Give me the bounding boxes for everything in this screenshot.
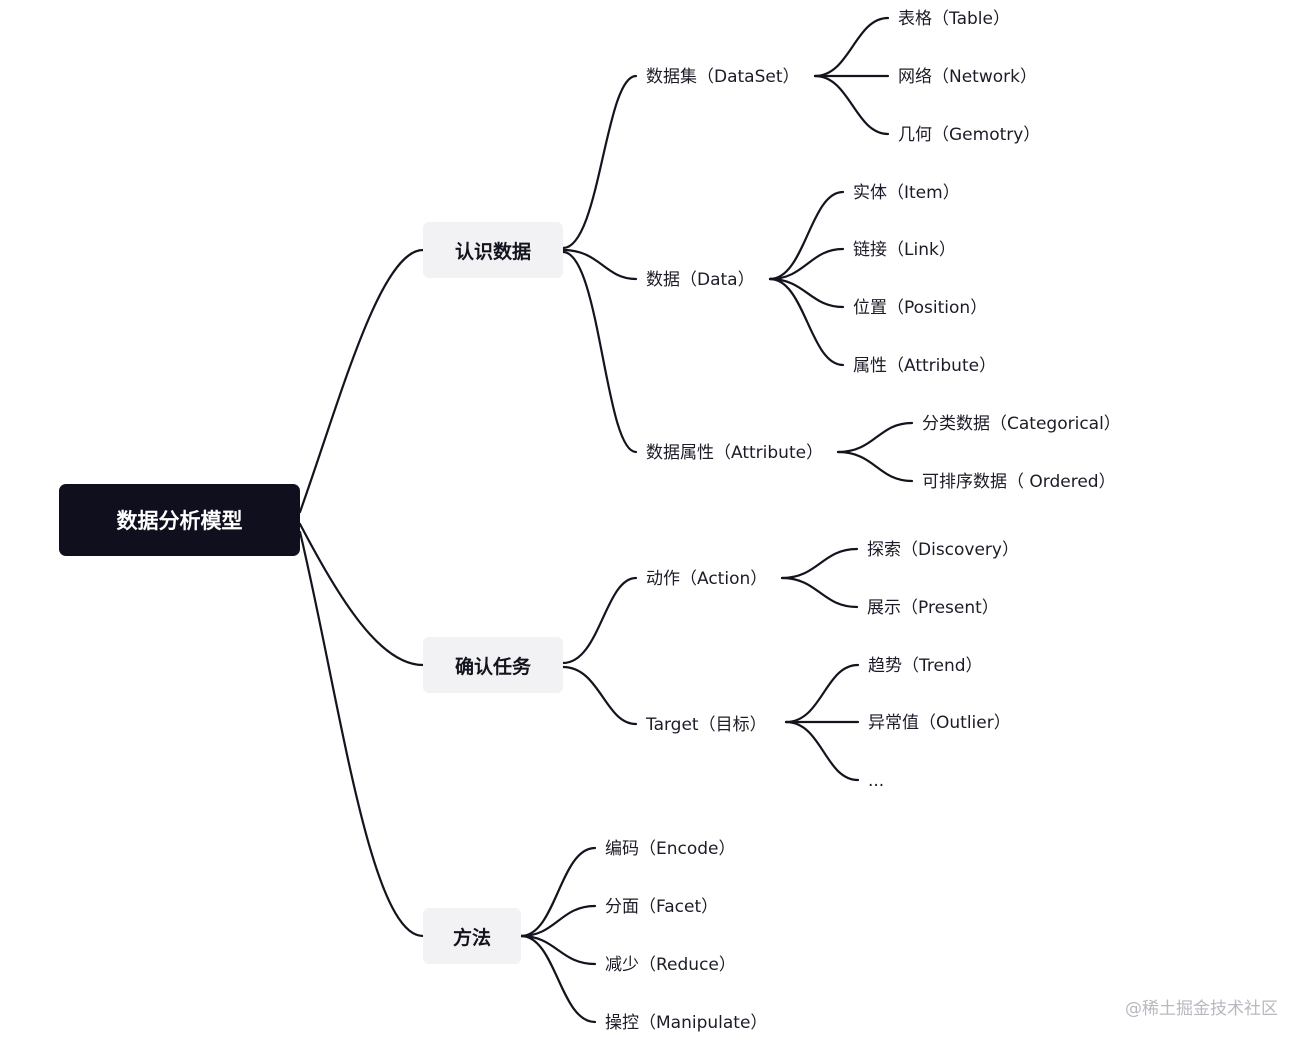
node-position[interactable]: 位置（Position）: [853, 298, 988, 318]
edge-data-position: [768, 277, 845, 309]
node-attribute[interactable]: 属性（Attribute）: [853, 356, 997, 376]
edge-data-item: [768, 190, 845, 281]
node-link[interactable]: 链接（Link）: [853, 240, 956, 260]
edge-b3-manipulate: [519, 934, 597, 1024]
edge-action-discovery: [780, 547, 859, 580]
edge-data-link: [768, 247, 845, 281]
edge-root-branch-1: [298, 248, 425, 514]
node-action[interactable]: 动作（Action）: [646, 569, 768, 589]
edge-attr-ordered: [836, 450, 914, 483]
node-more[interactable]: ...: [868, 771, 885, 791]
node-target[interactable]: Target（目标）: [646, 715, 767, 735]
branch-know-data[interactable]: 认识数据: [423, 222, 563, 278]
edge-attr-categorical: [836, 421, 914, 454]
edge-b3-facet: [519, 904, 597, 938]
node-table[interactable]: 表格（Table）: [898, 9, 1010, 29]
node-dataset[interactable]: 数据集（DataSet）: [646, 67, 800, 87]
node-facet[interactable]: 分面（Facet）: [605, 897, 719, 917]
edge-action-present: [780, 576, 859, 609]
node-trend[interactable]: 趋势（Trend）: [868, 656, 983, 676]
edge-b1-attribute: [561, 250, 638, 454]
branch-confirm-task[interactable]: 确认任务: [423, 637, 563, 693]
edge-dataset-geometry: [813, 74, 890, 136]
edge-b1-dataset: [561, 74, 638, 250]
node-item[interactable]: 实体（Item）: [853, 183, 960, 203]
edge-b2-target: [561, 665, 638, 726]
node-data-attribute[interactable]: 数据属性（Attribute）: [646, 443, 824, 463]
node-encode[interactable]: 编码（Encode）: [605, 839, 736, 859]
node-present[interactable]: 展示（Present）: [867, 598, 999, 618]
watermark: @稀土掘金技术社区: [1125, 999, 1278, 1019]
node-reduce[interactable]: 减少（Reduce）: [605, 955, 736, 975]
node-manipulate[interactable]: 操控（Manipulate）: [605, 1013, 768, 1033]
edge-target-more: [784, 720, 860, 782]
root-node[interactable]: 数据分析模型: [59, 484, 300, 556]
edge-b3-encode: [519, 846, 597, 938]
edge-root-branch-3: [298, 530, 425, 938]
branch-method[interactable]: 方法: [423, 908, 521, 964]
edge-target-trend: [784, 663, 860, 724]
edge-data-attribute: [768, 277, 845, 367]
node-data[interactable]: 数据（Data）: [646, 270, 755, 290]
edge-b1-data: [561, 248, 638, 281]
node-ordered[interactable]: 可排序数据（ Ordered）: [922, 472, 1116, 492]
node-categorical[interactable]: 分类数据（Categorical）: [922, 414, 1121, 434]
node-network[interactable]: 网络（Network）: [898, 67, 1037, 87]
node-discovery[interactable]: 探索（Discovery）: [867, 540, 1019, 560]
node-outlier[interactable]: 异常值（Outlier）: [868, 713, 1011, 733]
edge-b2-action: [561, 576, 638, 665]
edge-root-branch-2: [298, 522, 425, 667]
node-geometry[interactable]: 几何（Gemotry）: [898, 125, 1041, 145]
edge-b3-reduce: [519, 934, 597, 966]
edge-dataset-table: [813, 16, 890, 78]
